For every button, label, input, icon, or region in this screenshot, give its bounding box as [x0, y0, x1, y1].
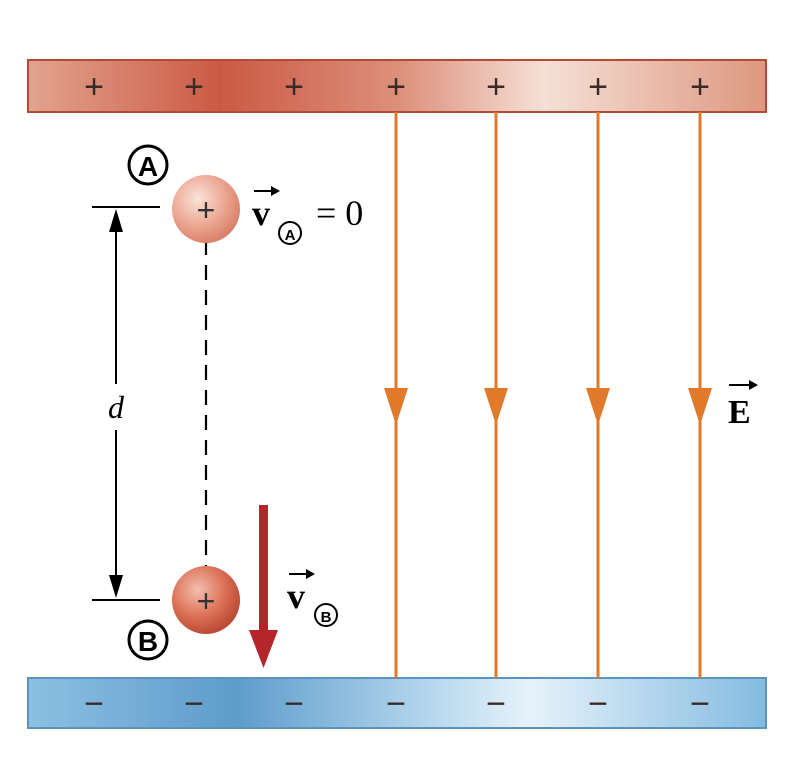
- field-line: [384, 112, 408, 678]
- plus-sign: +: [588, 68, 608, 106]
- minus-sign: −: [486, 685, 506, 723]
- field-label: E: [728, 380, 758, 431]
- plus-sign: +: [184, 68, 204, 106]
- field-line: [586, 112, 610, 678]
- particle-a: +: [172, 175, 240, 243]
- minus-sign: −: [284, 685, 304, 723]
- point-a-label: A: [127, 144, 169, 186]
- minus-sign: −: [184, 685, 204, 723]
- particle-b: +: [172, 566, 240, 634]
- distance-label: d: [108, 389, 125, 425]
- field-arrowhead: [688, 388, 712, 425]
- field-lines: [384, 112, 712, 678]
- plus-sign: +: [386, 68, 406, 106]
- svg-text:B: B: [138, 626, 158, 657]
- velocity-b-arrow: [249, 505, 278, 668]
- svg-text:A: A: [285, 227, 296, 244]
- field-arrowhead: [586, 388, 610, 425]
- down-arrowhead: [109, 575, 123, 598]
- particle-a-charge: +: [197, 192, 216, 228]
- positive-plate: + + + + + + +: [27, 59, 767, 113]
- up-arrowhead: [109, 209, 123, 232]
- vector-arrow-icon: [289, 569, 315, 579]
- plus-sign: +: [84, 68, 104, 106]
- velocity-a-label: v A = 0: [252, 186, 363, 245]
- velocity-b-label: v B: [287, 569, 338, 627]
- plus-sign: +: [284, 68, 304, 106]
- plus-sign: +: [690, 68, 710, 106]
- field-line: [484, 112, 508, 678]
- field-symbol: E: [728, 394, 751, 431]
- minus-sign: −: [386, 685, 406, 723]
- field-line: [688, 112, 712, 678]
- velocity-a-symbol: v: [252, 193, 270, 233]
- svg-text:A: A: [138, 151, 158, 182]
- minus-sign: −: [690, 685, 710, 723]
- plus-sign: +: [486, 68, 506, 106]
- vector-arrow-icon: [729, 380, 758, 390]
- field-arrowhead: [484, 388, 508, 425]
- field-arrowhead: [384, 388, 408, 425]
- particle-b-charge: +: [197, 583, 216, 619]
- minus-sign: −: [588, 685, 608, 723]
- point-b-label: B: [127, 619, 169, 661]
- negative-plate: −−−−−−−: [27, 677, 767, 729]
- minus-sign: −: [84, 685, 104, 723]
- velocity-b-symbol: v: [287, 576, 305, 616]
- vector-arrow-icon: [254, 186, 280, 196]
- velocity-a-value: = 0: [316, 193, 363, 233]
- svg-text:B: B: [321, 609, 332, 626]
- distance-dimension: d: [92, 206, 160, 601]
